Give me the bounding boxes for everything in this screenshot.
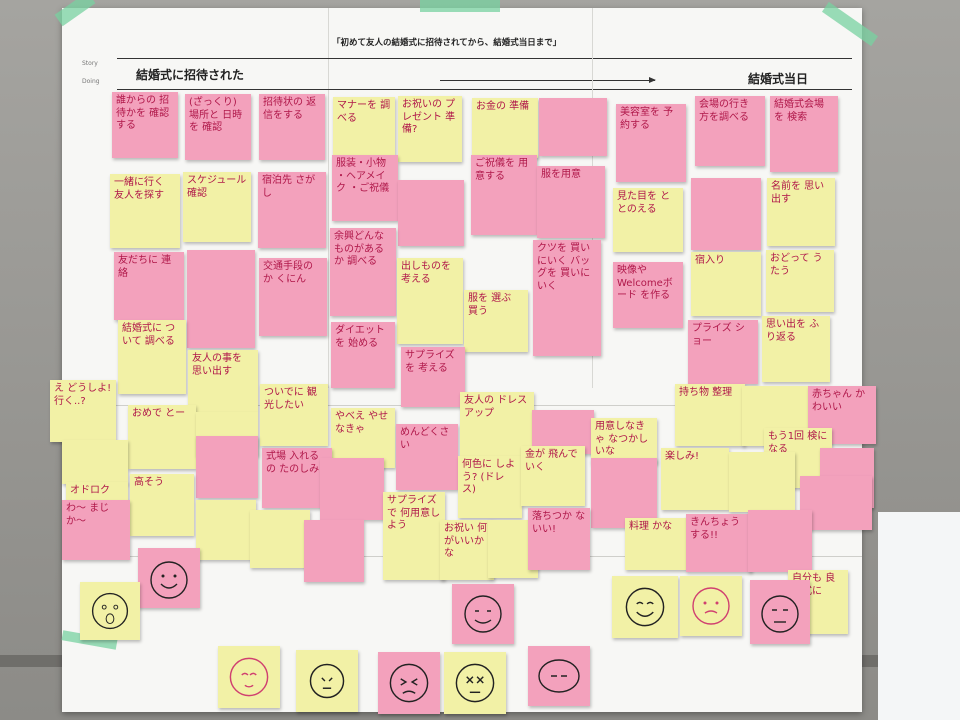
sticky-note: 友人の事を 思い出す xyxy=(188,350,258,412)
sticky-note xyxy=(196,500,256,560)
sticky-note: 一緒に行く 友人を探す xyxy=(110,174,180,248)
face-drawing xyxy=(296,650,358,712)
sticky-note: ご祝儀を 用意する xyxy=(471,155,537,235)
sticky-note: 名前を 思い出す xyxy=(767,178,835,246)
stage-row xyxy=(117,58,852,90)
sticky-note: 宿入り xyxy=(691,252,761,316)
sticky-note xyxy=(304,520,364,582)
sticky-note: 美容室を 予約する xyxy=(616,104,686,182)
sticky-note: お祝いの プレゼント 準備? xyxy=(398,96,462,162)
sticky-note xyxy=(591,458,657,528)
sticky-note: 何色に しよう? (ドレス) xyxy=(458,456,522,518)
sticky-note: ダイエットを 始める xyxy=(331,322,395,388)
sticky-note: 交通手段の か くにん xyxy=(259,258,327,336)
sticky-note: プライズ ショー xyxy=(688,320,758,384)
sticky-note: めんどくさい xyxy=(396,424,458,490)
sticky-note xyxy=(539,98,607,156)
happy-face-drawing xyxy=(612,576,678,638)
row-label-doing: Doing xyxy=(82,78,100,85)
sticky-note: 思い出を ふり返る xyxy=(762,316,830,382)
sticky-note: 金が 飛んでいく xyxy=(521,446,585,506)
start-stage-title: 結婚式に招待された xyxy=(136,68,245,82)
sticky-note: 結婚式に ついて 調べる xyxy=(118,320,186,394)
surprised-face-drawing xyxy=(80,582,140,640)
nervous-face-drawing xyxy=(680,576,742,636)
row-label-story: Story xyxy=(82,60,98,67)
sticky-note: マナーを 調べる xyxy=(333,97,395,155)
sticky-note xyxy=(250,510,310,568)
sticky-note xyxy=(62,440,128,484)
sticky-note: 招待状の 返信をする xyxy=(259,94,325,160)
sticky-note: 出しものを 考える xyxy=(397,258,463,344)
sticky-note: 服を用意 xyxy=(537,166,605,238)
sticky-note: 持ち物 整理 xyxy=(675,384,745,446)
sticky-note xyxy=(729,452,795,512)
sticky-note: 料理 かな xyxy=(625,518,687,570)
sticky-note: 宿泊先 さがし xyxy=(258,172,326,248)
sticky-note: 服を 選ぶ 買う xyxy=(464,290,528,352)
end-stage-title: 結婚式当日 xyxy=(748,72,809,86)
face-drawing xyxy=(218,646,280,708)
smiley-face-drawing xyxy=(138,548,200,608)
face-drawing xyxy=(528,646,590,706)
sticky-note: サプライズを 考える xyxy=(401,347,465,407)
sticky-note: 服装・小物 ・ヘアメイク ・ご祝儀 xyxy=(332,155,398,221)
sticky-note: クツを 買いにいく バッグを 買いにいく xyxy=(533,240,601,356)
crying-face-drawing xyxy=(378,652,440,714)
sticky-note xyxy=(800,476,872,530)
sticky-note xyxy=(398,180,464,246)
sticky-note xyxy=(320,458,384,520)
sticky-note xyxy=(187,250,255,348)
sticky-note: きんちょう する!! xyxy=(686,514,752,572)
tired-face-drawing xyxy=(750,580,810,644)
sticky-note: お祝い 何がいいかな xyxy=(440,520,494,580)
sticky-note xyxy=(196,436,258,498)
sticky-note: 結婚式会場 を 検索 xyxy=(770,96,838,172)
sticky-note: 楽しみ! xyxy=(661,448,729,510)
sticky-note: ついでに 観光したい xyxy=(260,384,328,446)
sticky-note: わ〜 まじか〜 xyxy=(62,500,130,560)
sticky-note: スケジュール 確認 xyxy=(183,172,251,242)
masking-tape xyxy=(420,0,500,12)
smiley-face-drawing xyxy=(452,584,514,644)
sticky-note: (ざっくり) 場所と 日時を 確認 xyxy=(185,94,251,160)
side-sign-card xyxy=(878,512,960,720)
sticky-note: 映像や Welcomeボード を作る xyxy=(613,262,683,328)
sticky-note: サプライズで 何用意しよう xyxy=(383,492,445,580)
sticky-note: 用意しなきゃ なつかしいな xyxy=(591,418,657,464)
sticky-note: お金の 準備 xyxy=(472,98,538,158)
sticky-note xyxy=(748,510,812,572)
sticky-note: 高そう xyxy=(130,474,194,536)
sticky-note: 余興どんな ものがあるか 調べる xyxy=(330,228,396,316)
timeline-arrow xyxy=(440,77,656,83)
sticky-note: おどって うたう xyxy=(766,250,834,312)
sticky-note: 落ちつか ないい! xyxy=(528,508,590,570)
poster-subtitle: 「初めて友人の結婚式に招待されてから、結婚式当日まで」 xyxy=(332,38,562,48)
sticky-note xyxy=(691,178,761,250)
sticky-note: 会場の行き 方を調べる xyxy=(695,96,765,166)
sticky-note: 赤ちゃん かわいい xyxy=(808,386,876,444)
dizzy-face-drawing xyxy=(444,652,506,714)
sticky-note: おめで とー xyxy=(128,405,196,469)
sticky-note: え どうしよ! 行く..? xyxy=(50,380,116,442)
sticky-note: 誰からの 招待かを 確認する xyxy=(112,92,178,158)
sticky-note: 友だちに 連絡 xyxy=(114,252,184,320)
sticky-note: 見た目を ととのえる xyxy=(613,188,683,252)
